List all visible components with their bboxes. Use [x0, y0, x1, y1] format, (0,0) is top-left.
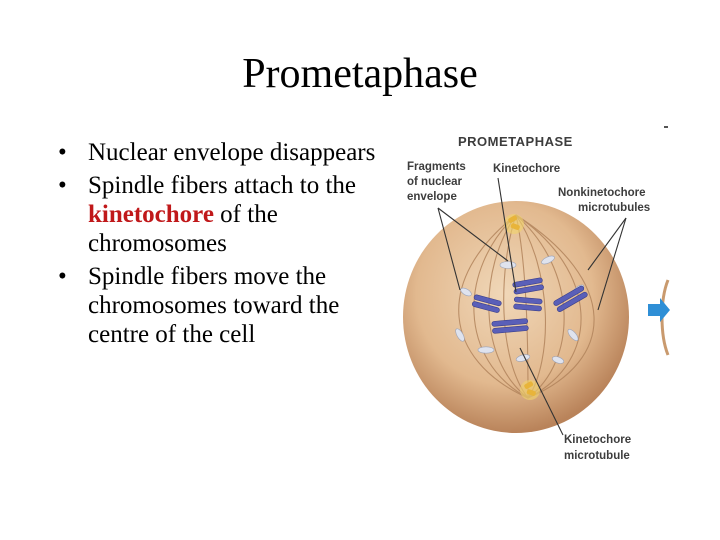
- bullet-item: • Spindle fibers attach to the kinetochor…: [58, 171, 398, 258]
- bullet-text-after: of the chromosomes: [88, 201, 278, 257]
- bullet-dot: •: [58, 139, 67, 166]
- cell-body: [403, 201, 629, 433]
- bullet-text: Spindle fibers move the chromosomes towa…: [88, 263, 340, 348]
- label-kinetochore-mt-2: microtubule: [564, 450, 630, 462]
- bullet-item: • Nuclear envelope disappears: [58, 138, 398, 167]
- bullet-text: Nuclear envelope disappears: [88, 139, 376, 166]
- diagram-header: PROMETAPHASE: [458, 134, 573, 149]
- bullet-list: • Nuclear envelope disappears • Spindle fi…: [58, 138, 398, 353]
- bullet-item: • Spindle fibers move the chromosomes tow…: [58, 262, 398, 349]
- label-fragments-1: Fragments: [407, 161, 466, 173]
- centrosome-bottom: [520, 380, 540, 400]
- kinetochore-highlight: kinetochore: [88, 201, 214, 228]
- prometaphase-diagram: PROMETAPHASE Fragments of nuclear envelo…: [403, 126, 670, 462]
- label-fragments-3: envelope: [407, 191, 457, 203]
- bullet-dot: •: [58, 172, 67, 199]
- bullet-text-before: Spindle fibers attach to the: [88, 172, 356, 199]
- label-pointers: [437, 177, 627, 436]
- label-kinetochore: Kinetochore: [493, 163, 560, 175]
- label-fragments-2: of nuclear: [407, 176, 462, 188]
- label-nonkinetochore-1: Nonkinetochore: [558, 187, 646, 199]
- chromosomes: [471, 277, 588, 334]
- edge-tick: [664, 126, 668, 128]
- arrow-icon: [648, 298, 670, 322]
- bullet-dot: •: [58, 263, 67, 290]
- centrosome-top: [504, 214, 524, 234]
- label-nonkinetochore-2: microtubules: [578, 202, 650, 214]
- slide-title: Prometaphase: [242, 51, 478, 97]
- label-kinetochore-mt-1: Kinetochore: [564, 434, 631, 446]
